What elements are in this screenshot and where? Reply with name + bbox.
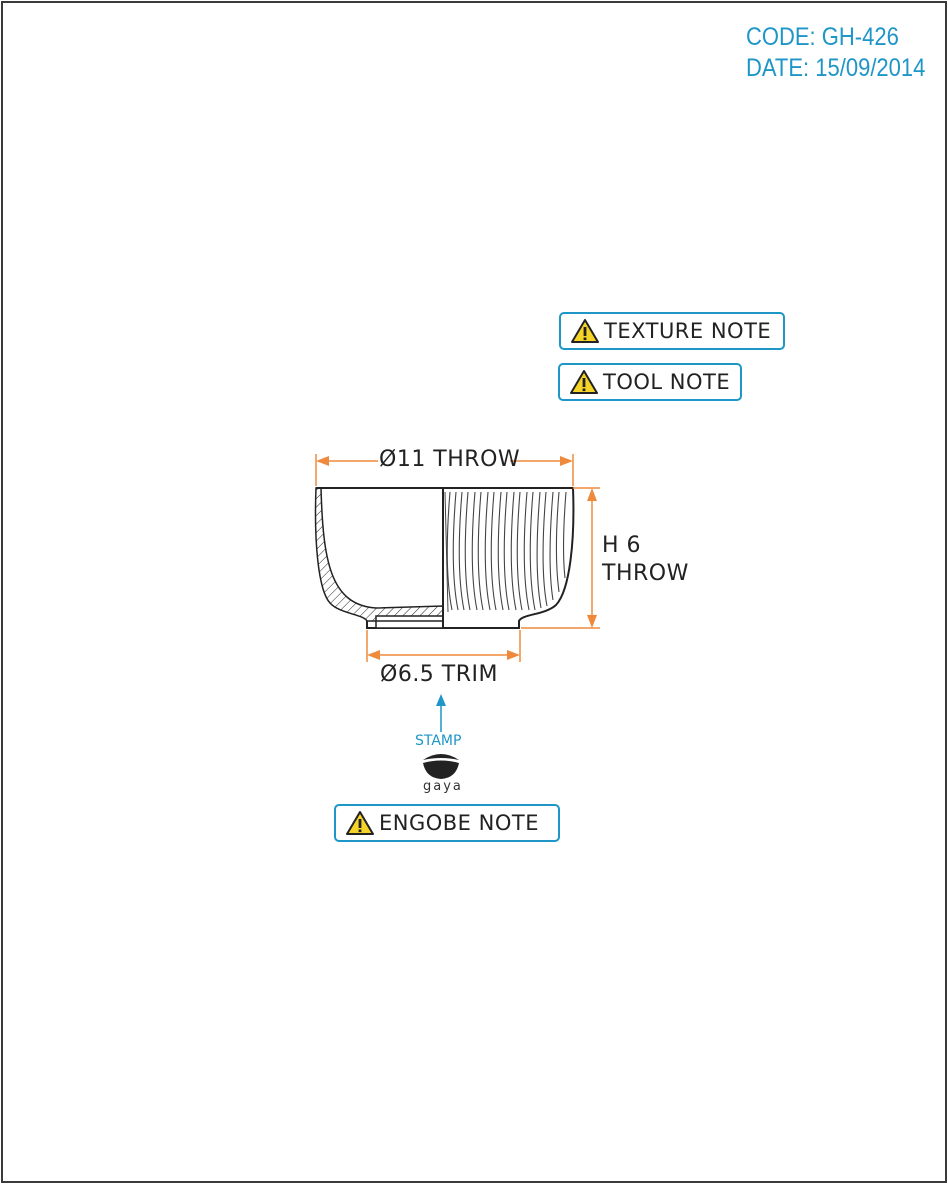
section-view bbox=[314, 487, 444, 629]
foot-diameter-dimension bbox=[366, 630, 521, 662]
top-diameter-dimension bbox=[315, 454, 574, 486]
foot-ring-section bbox=[375, 620, 444, 629]
texture-note[interactable]: TEXTURE NOTE bbox=[559, 312, 785, 350]
arrow-up-icon bbox=[436, 694, 446, 732]
hatched-wall bbox=[314, 487, 444, 622]
elevation-view bbox=[442, 487, 575, 629]
height-dimension bbox=[521, 487, 600, 629]
top-diameter-label: Ø11 THROW bbox=[379, 447, 521, 472]
fluting-texture bbox=[446, 491, 567, 611]
height-label-line1: H 6 bbox=[602, 533, 642, 558]
warning-icon bbox=[570, 318, 600, 344]
warning-icon bbox=[345, 810, 375, 836]
engobe-note[interactable]: ENGOBE NOTE bbox=[334, 804, 560, 842]
texture-note-label: TEXTURE NOTE bbox=[604, 319, 772, 343]
warning-icon bbox=[569, 369, 599, 395]
tool-note-label: TOOL NOTE bbox=[603, 370, 731, 394]
date-label: DATE: 15/09/2014 bbox=[746, 54, 926, 82]
height-label-line2: THROW bbox=[602, 561, 689, 586]
foot-diameter-label: Ø6.5 TRIM bbox=[380, 662, 498, 687]
bowl-logo-icon bbox=[423, 754, 459, 779]
engobe-note-label: ENGOBE NOTE bbox=[379, 811, 539, 835]
tool-note[interactable]: TOOL NOTE bbox=[558, 363, 742, 401]
code-label: CODE: GH-426 bbox=[746, 23, 899, 51]
logo-text: gaya bbox=[423, 779, 463, 794]
stamp-label: STAMP bbox=[415, 733, 462, 749]
title-block: CODE: GH-426 DATE: 15/09/2014 bbox=[746, 22, 925, 84]
